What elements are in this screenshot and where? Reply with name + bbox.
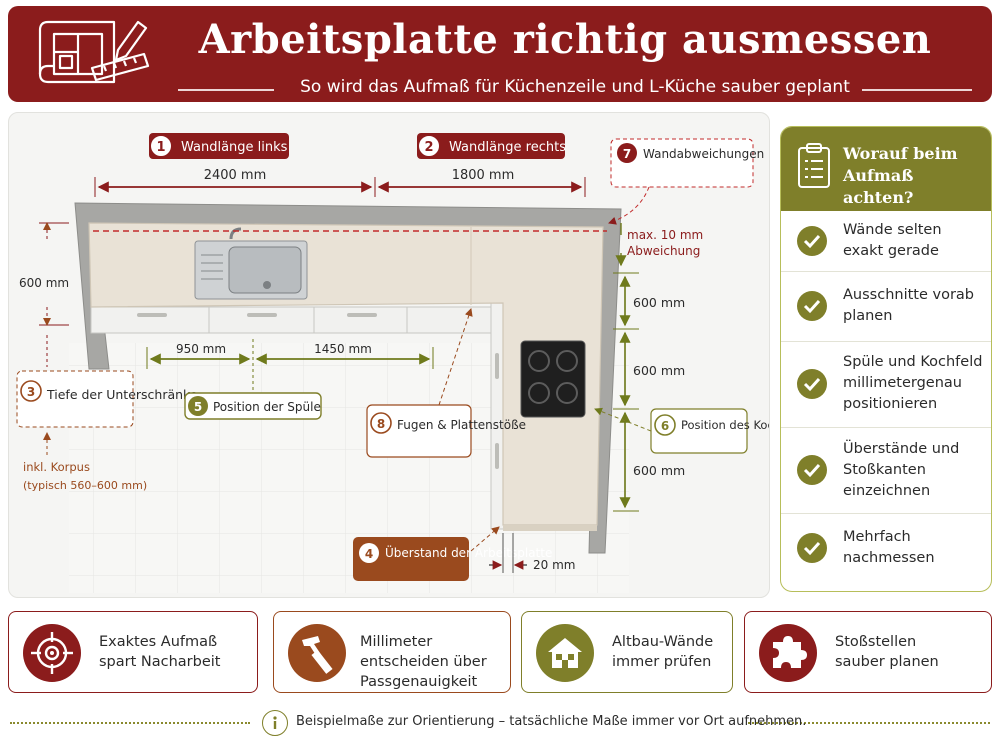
checklist-item-text: Überstände und Stoßkanten einzeichnen bbox=[843, 441, 960, 499]
label-5-num: 5 bbox=[194, 400, 202, 414]
dim-right-1: 600 mm bbox=[633, 295, 685, 310]
check-icon bbox=[797, 226, 827, 256]
depth-dimension: 600 mm bbox=[19, 222, 69, 367]
footer-note: Beispielmaße zur Orientierung – tatsächl… bbox=[296, 714, 807, 729]
dim-right-3: 600 mm bbox=[633, 463, 685, 478]
label-2-num: 2 bbox=[424, 140, 433, 155]
footer-dots-left bbox=[10, 722, 250, 724]
label-1-text: Wandlänge links bbox=[181, 140, 288, 155]
subtitle-rule-left bbox=[178, 89, 274, 91]
dim-wall-right: 1800 mm bbox=[452, 168, 515, 183]
subtitle-rule-right bbox=[862, 89, 972, 91]
deviation-value: max. 10 mm bbox=[627, 228, 703, 242]
clipboard-icon bbox=[798, 143, 830, 188]
dim-overhang: 20 mm bbox=[533, 558, 575, 572]
check-icon bbox=[797, 533, 827, 563]
left-cabinets bbox=[90, 306, 494, 334]
note-korpus-1: inkl. Korpus bbox=[23, 460, 90, 474]
label-2: 2 Wandlänge rechts bbox=[417, 133, 566, 159]
checklist-item-text: Spüle und Kochfeld millimetergenau posit… bbox=[843, 354, 983, 412]
label-1-num: 1 bbox=[156, 140, 165, 155]
deviation-value-2: Abweichung bbox=[627, 244, 700, 258]
label-6-num: 6 bbox=[661, 419, 669, 433]
page-subtitle: So wird das Aufmaß für Küchenzeile und L… bbox=[178, 77, 972, 97]
checklist-title: Worauf beim Aufmaß achten? bbox=[843, 144, 958, 207]
label-7-num: 7 bbox=[623, 147, 631, 161]
info-card: Stoßstellen sauber planen bbox=[744, 611, 992, 693]
footer-dots-right bbox=[748, 722, 990, 724]
sink bbox=[194, 227, 308, 300]
info-card: Altbau-Wände immer prüfen bbox=[521, 611, 733, 693]
kitchen-diagram: 2400 mm 1 Wandlänge links 1800 mm 2 Wand… bbox=[16, 133, 769, 593]
check-icon bbox=[797, 291, 827, 321]
info-card: Millimeter entscheiden über Passgenauigk… bbox=[273, 611, 511, 693]
dim-right-2: 600 mm bbox=[633, 363, 685, 378]
label-6: 6 Position des Kochfelds bbox=[650, 408, 769, 454]
blueprint-pencil-icon bbox=[38, 20, 150, 84]
label-3-text: Tiefe der Unterschränke bbox=[46, 387, 198, 402]
dim-wall-left: 2400 mm bbox=[204, 168, 267, 183]
kitchen-diagram-panel: 2400 mm 1 Wandlänge links 1800 mm 2 Wand… bbox=[8, 112, 770, 598]
check-icon bbox=[797, 369, 827, 399]
label-8: 8 Fugen & Plattenstöße bbox=[366, 404, 526, 458]
label-8-num: 8 bbox=[377, 417, 385, 431]
checklist-item: Wände selten exakt gerade bbox=[781, 211, 991, 272]
hammer-ruler-icon bbox=[288, 624, 346, 682]
label-4: 4 Überstand der Arbeitsplatte bbox=[353, 537, 552, 581]
info-card: Exaktes Aufmaß spart Nacharbeit bbox=[8, 611, 258, 693]
label-7-text: Wandabweichungen prüfen bbox=[643, 147, 769, 161]
label-5: 5 Position der Spüle bbox=[184, 392, 322, 420]
page-title: Arbeitsplatte richtig ausmessen bbox=[198, 16, 932, 63]
label-3: 3 Tiefe der Unterschränke bbox=[16, 370, 198, 428]
checklist-item: Überstände und Stoßkanten einzeichnen bbox=[781, 427, 991, 514]
checklist-item-text: Ausschnitte vorab planen bbox=[843, 287, 975, 324]
note-korpus-2: (typisch 560–600 mm) bbox=[23, 479, 147, 492]
label-4-text: Überstand der Arbeitsplatte bbox=[385, 544, 552, 560]
label-2-text: Wandlänge rechts bbox=[449, 140, 566, 155]
cooktop bbox=[520, 340, 586, 418]
checklist-item-text: Wände selten exakt gerade bbox=[843, 222, 942, 259]
label-8-text: Fugen & Plattenstöße bbox=[397, 418, 526, 432]
house-icon bbox=[536, 624, 594, 682]
dim-depth: 600 mm bbox=[19, 276, 69, 290]
puzzle-icon bbox=[759, 624, 817, 682]
label-7: 7 Wandabweichungen prüfen bbox=[610, 138, 769, 188]
checklist-item: Ausschnitte vorab planen bbox=[781, 271, 991, 342]
footer: Beispielmaße zur Orientierung – tatsächl… bbox=[0, 710, 1000, 740]
subtitle-text: So wird das Aufmaß für Küchenzeile und L… bbox=[292, 77, 858, 97]
checklist-panel: Worauf beim Aufmaß achten? Wände selten … bbox=[780, 126, 992, 592]
card-text: Exaktes Aufmaß spart Nacharbeit bbox=[99, 634, 221, 670]
check-icon bbox=[797, 455, 827, 485]
checklist-item: Spüle und Kochfeld millimetergenau posit… bbox=[781, 341, 991, 428]
header-banner: Arbeitsplatte richtig ausmessen So wird … bbox=[8, 6, 992, 102]
dim-sink-right: 1450 mm bbox=[314, 342, 372, 356]
card-text: Stoßstellen sauber planen bbox=[835, 634, 939, 670]
label-6-text: Position des Kochfelds bbox=[681, 418, 769, 432]
card-text: Millimeter entscheiden über Passgenauigk… bbox=[360, 634, 487, 690]
card-text: Altbau-Wände immer prüfen bbox=[612, 634, 714, 670]
subtitle-row: So wird das Aufmaß für Küchenzeile und L… bbox=[178, 77, 972, 101]
label-1: 1 Wandlänge links bbox=[149, 133, 289, 159]
checklist-header: Worauf beim Aufmaß achten? bbox=[781, 127, 991, 211]
label-3-num: 3 bbox=[27, 385, 35, 399]
checklist-item-text: Mehrfach nachmessen bbox=[843, 529, 935, 566]
right-dimensions: 600 mm 600 mm 600 mm bbox=[613, 272, 685, 512]
target-icon bbox=[23, 624, 81, 682]
checklist-item: Mehrfach nachmessen bbox=[781, 513, 991, 591]
sink-dimensions: 950 mm 1450 mm bbox=[146, 339, 434, 391]
dim-sink-left: 950 mm bbox=[176, 342, 226, 356]
label-4-num: 4 bbox=[365, 547, 373, 561]
info-icon bbox=[262, 710, 288, 736]
label-5-text: Position der Spüle bbox=[213, 400, 321, 414]
